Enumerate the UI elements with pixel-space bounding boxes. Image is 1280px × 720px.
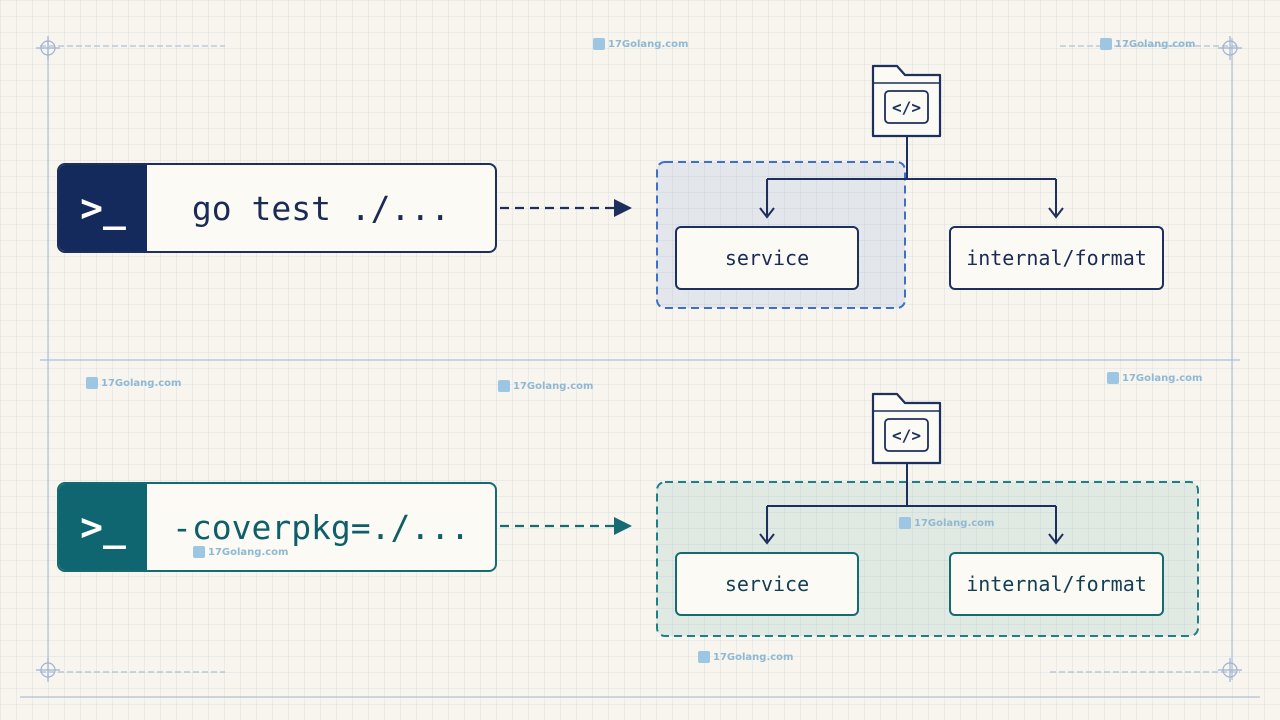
watermark: 17Golang.com: [593, 38, 688, 50]
watermark-logo-icon: [899, 517, 911, 529]
frame-lines: [20, 38, 1260, 698]
watermark-logo-icon: [193, 546, 205, 558]
package-box-internal-format: internal/format: [949, 226, 1164, 290]
package-box-internal-format: internal/format: [949, 552, 1164, 616]
package-box-service: service: [675, 552, 859, 616]
terminal-prompt-icon: >_: [59, 165, 147, 251]
watermark: 17Golang.com: [193, 546, 288, 558]
tree-connectors-top: [759, 136, 1064, 219]
code-folder-icon: </>: [871, 392, 942, 465]
folder-glyph: </>: [892, 426, 921, 445]
folder-glyph: </>: [892, 98, 921, 117]
arrow-bottom: [500, 517, 632, 535]
corner-marks: [36, 36, 1242, 682]
watermark-logo-icon: [698, 651, 710, 663]
watermark-logo-icon: [498, 380, 510, 392]
tree-connectors-bottom: [759, 463, 1064, 545]
watermark: 17Golang.com: [498, 380, 593, 392]
watermark: 17Golang.com: [899, 517, 994, 529]
watermark-logo-icon: [593, 38, 605, 50]
watermark-logo-icon: [86, 377, 98, 389]
watermark: 17Golang.com: [1100, 38, 1195, 50]
arrow-top: [500, 199, 632, 217]
package-box-service: service: [675, 226, 859, 290]
command-box-bottom: >_ -coverpkg=./...: [57, 482, 497, 572]
watermark-logo-icon: [1107, 372, 1119, 384]
terminal-prompt-icon: >_: [59, 484, 147, 570]
watermark-logo-icon: [1100, 38, 1112, 50]
command-text: -coverpkg=./...: [171, 507, 470, 547]
code-folder-icon: </>: [871, 64, 942, 138]
command-text: go test ./...: [191, 188, 451, 228]
watermark: 17Golang.com: [698, 651, 793, 663]
watermark: 17Golang.com: [86, 377, 181, 389]
watermark: 17Golang.com: [1107, 372, 1202, 384]
command-box-top: >_ go test ./...: [57, 163, 497, 253]
